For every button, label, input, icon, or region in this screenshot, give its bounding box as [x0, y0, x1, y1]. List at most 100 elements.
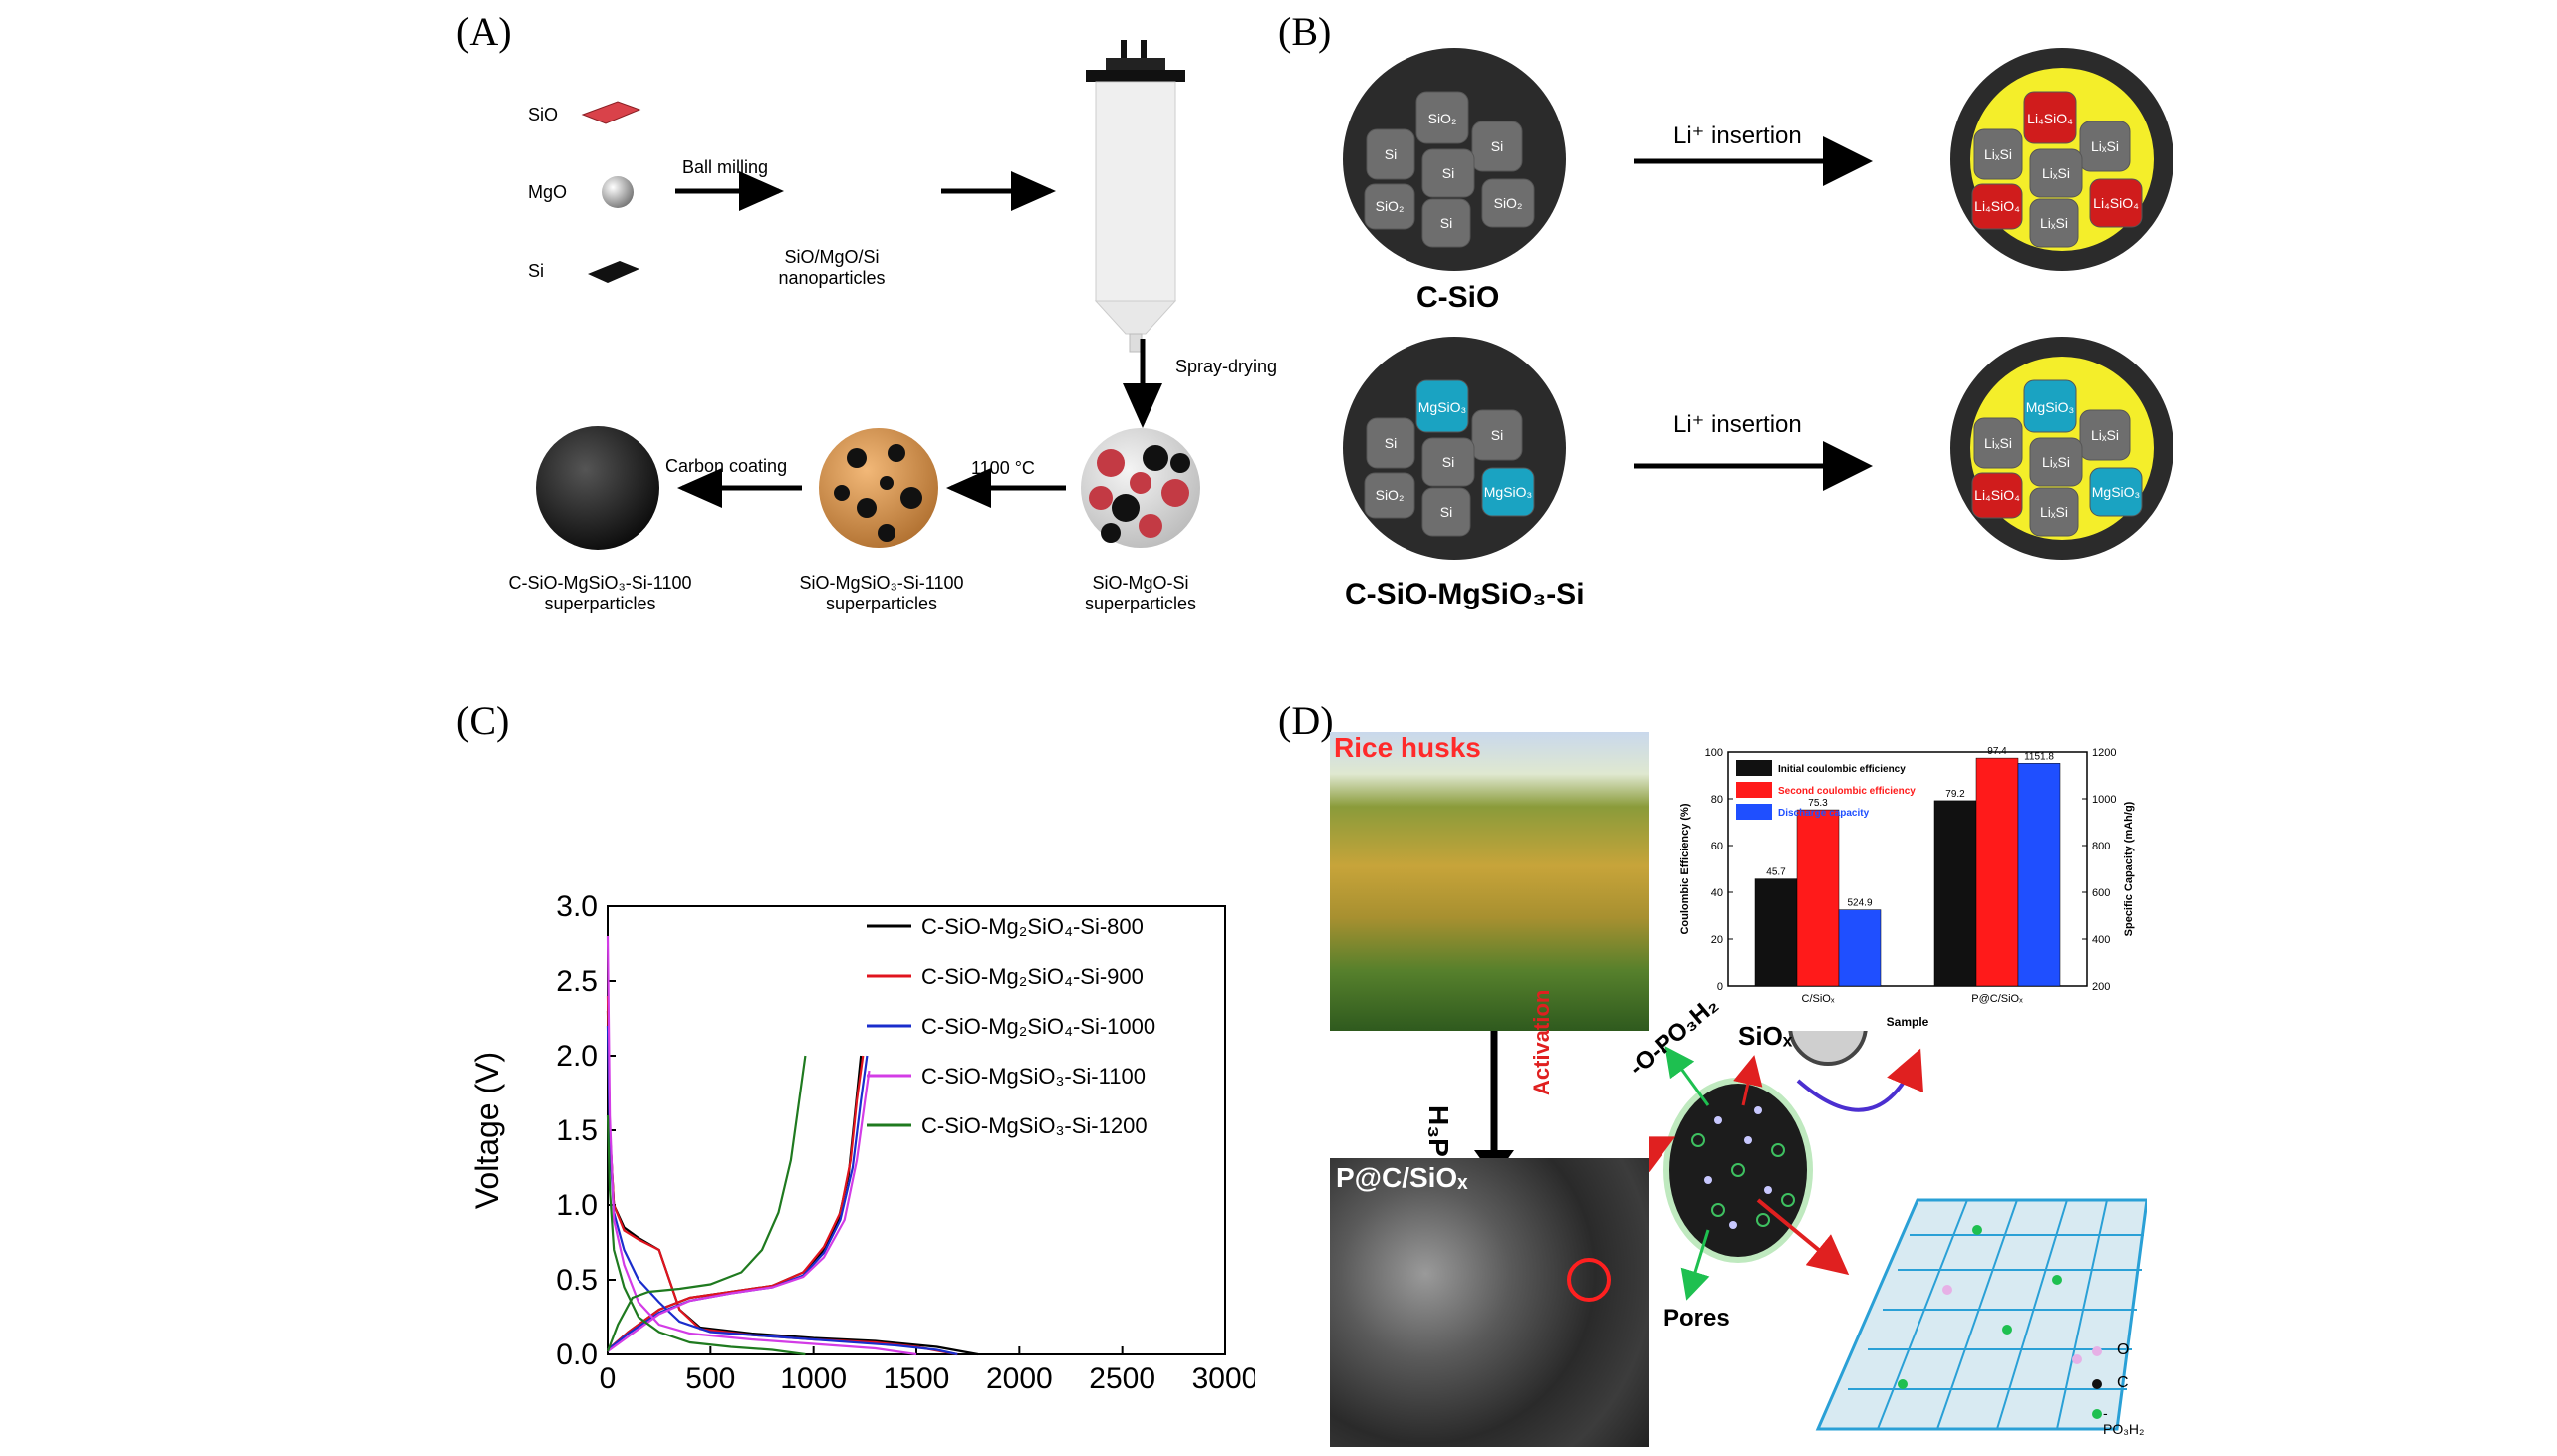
bar-data-label: 45.7	[1766, 867, 1786, 878]
x-tick-label: 0	[600, 1362, 617, 1395]
bar-data-label: 75.3	[1808, 798, 1828, 809]
legend-o-label: O	[2117, 1341, 2130, 1358]
bar	[1933, 800, 1977, 987]
c-sio-mgsio3-si-superparticle-icon	[536, 426, 659, 550]
rice-husk-photo	[1330, 732, 1649, 1031]
li-insertion-label-bottom: Li⁺ insertion	[1673, 411, 1802, 438]
lithiated-c-sio-sphere-icon	[1950, 48, 2173, 271]
graphene-sheet-icon	[1815, 1198, 2147, 1431]
grain-label: MgSiO₃	[2092, 484, 2141, 500]
grain-label: MgSiO₃	[1484, 484, 1533, 500]
grain-label: SiO₂	[1428, 111, 1457, 126]
right-tick-label: 600	[2092, 887, 2110, 899]
left-tick-label: 100	[1705, 747, 1723, 759]
coin-cell-icon	[1788, 1031, 1868, 1066]
grain-label: MgSiO₃	[2026, 399, 2075, 415]
bar	[1754, 878, 1798, 987]
bar-data-label: 79.2	[1945, 789, 1965, 800]
product-label-line1: C-SiO-MgSiO₃-Si-1100	[508, 573, 692, 593]
particle-schematic	[1649, 1031, 2147, 1431]
right-tick-label: 800	[2092, 841, 2110, 852]
grain-label: LiₓSi	[2040, 504, 2068, 520]
sio-mgo-si-label-line1: SiO-MgO-Si	[1092, 573, 1189, 593]
grain-label: SiO₂	[1376, 487, 1405, 503]
legend-entry: C-SiO-MgSiO₃-Si-1200	[921, 1113, 1148, 1138]
panel-letter-b: (B)	[1278, 9, 1332, 54]
x-tick-label: 2000	[986, 1362, 1053, 1395]
heat-label: 1100 °C	[971, 458, 1035, 478]
grain-label: Li₄SiO₄	[1974, 198, 2020, 214]
particle-to-sheet-arrow	[1756, 1198, 1850, 1276]
c-sio-mgsio3-si-sphere-icon	[1343, 337, 1566, 560]
sem-highlight-circle	[1567, 1258, 1611, 1302]
sio-mgsio3-si-label-line1: SiO-MgSiO₃-Si-1100	[799, 573, 964, 593]
legend-c-label: C	[2117, 1374, 2129, 1391]
legend-swatch	[1736, 782, 1772, 798]
grain-label: LiₓSi	[2091, 427, 2119, 443]
y-tick-label: 1.5	[556, 1114, 598, 1147]
grain-label: Si	[1442, 454, 1454, 470]
legend-swatch	[1736, 804, 1772, 820]
grain-label: Li₄SiO₄	[2093, 195, 2139, 211]
siox-label: SiOₓ	[1738, 1021, 1793, 1051]
c-sio-mgsio3-si-label: C-SiO-MgSiO₃-Si	[1345, 578, 1585, 610]
siox-arrow	[1733, 1055, 1763, 1106]
rice-husk-label: Rice husks	[1334, 732, 1481, 763]
panel-b-graphics: SiO₂ Si Si Si SiO₂ SiO₂ Si Li₄SiO₄ LiₓSi…	[1343, 48, 2173, 560]
grain-label: LiₓSi	[2091, 138, 2119, 154]
nanoparticles-label-line2: nanoparticles	[778, 268, 886, 288]
legend-entry: Discharge capacity	[1778, 808, 1870, 819]
right-tick-label: 1000	[2092, 794, 2116, 806]
y-tick-label: 2.5	[556, 965, 598, 998]
grain-label: Si	[1491, 427, 1503, 443]
grain-label: LiₓSi	[2042, 165, 2070, 181]
series-line-discharge	[606, 1114, 806, 1356]
series-line-discharge	[606, 1010, 979, 1356]
nanoparticle-cluster-icon	[796, 153, 868, 225]
panel-a-graphics	[536, 40, 1200, 550]
sio-mgsio3-si-superparticle-icon	[819, 428, 938, 548]
si-block-icon	[588, 261, 639, 283]
carbon-coating-label: Carbon coating	[665, 456, 788, 476]
series-line-discharge	[606, 935, 917, 1356]
product-label-line2: superparticles	[544, 594, 656, 613]
grain-label: Si	[1440, 215, 1452, 231]
left-tick-label: 0	[1717, 981, 1723, 993]
y-tick-label: 2.0	[556, 1040, 598, 1073]
grain-label: Li₄SiO₄	[1974, 487, 2020, 503]
category-label: C/SiOₓ	[1802, 993, 1835, 1005]
series-line-charge	[606, 1055, 807, 1352]
lithiated-c-sio-mgsio3-si-sphere-icon	[1950, 337, 2173, 560]
grain-label: Si	[1442, 165, 1454, 181]
grain-label: MgSiO₃	[1418, 399, 1467, 415]
left-axis-label: Coulombic Efficiency (%)	[1679, 803, 1691, 934]
series-line-charge	[607, 1055, 865, 1351]
left-tick-label: 20	[1711, 934, 1723, 946]
left-tick-label: 80	[1711, 794, 1723, 806]
y-tick-label: 3.0	[556, 890, 598, 923]
grain-label: Si	[1440, 504, 1452, 520]
y-tick-label: 1.0	[556, 1189, 598, 1222]
grain-label: Si	[1491, 138, 1503, 154]
mgo-sphere-icon	[602, 176, 634, 208]
legend-entry: Initial coulombic efficiency	[1778, 764, 1906, 775]
pores-arrow	[1680, 1229, 1710, 1301]
bar	[1796, 809, 1840, 987]
grain-label: SiO₂	[1376, 198, 1405, 214]
x-axis-label: Sample	[1887, 1015, 1929, 1029]
grain-label: LiₓSi	[2042, 454, 2070, 470]
panel-letter-d: (D)	[1278, 698, 1334, 743]
sio-mgsio3-si-label: SiO-MgSiO₃-Si-1100 superparticles	[787, 573, 976, 614]
sio-block-icon	[581, 101, 641, 124]
legend-swatch	[1736, 760, 1772, 776]
panel-letter-a: (A)	[456, 9, 512, 54]
efficiency-bar-chart: 0204060801002004006008001000120045.775.3…	[1679, 746, 2135, 1029]
activation-label: Activation	[1529, 989, 1554, 1095]
panel-a: SiO MgO Si Ball milling SiO/MgO/Si nanop…	[488, 40, 1285, 637]
x-tick-label: 2500	[1089, 1362, 1155, 1395]
panel-letter-c: (C)	[456, 698, 510, 743]
material-label-sio: SiO	[528, 105, 559, 124]
ball-milling-label: Ball milling	[682, 157, 769, 177]
